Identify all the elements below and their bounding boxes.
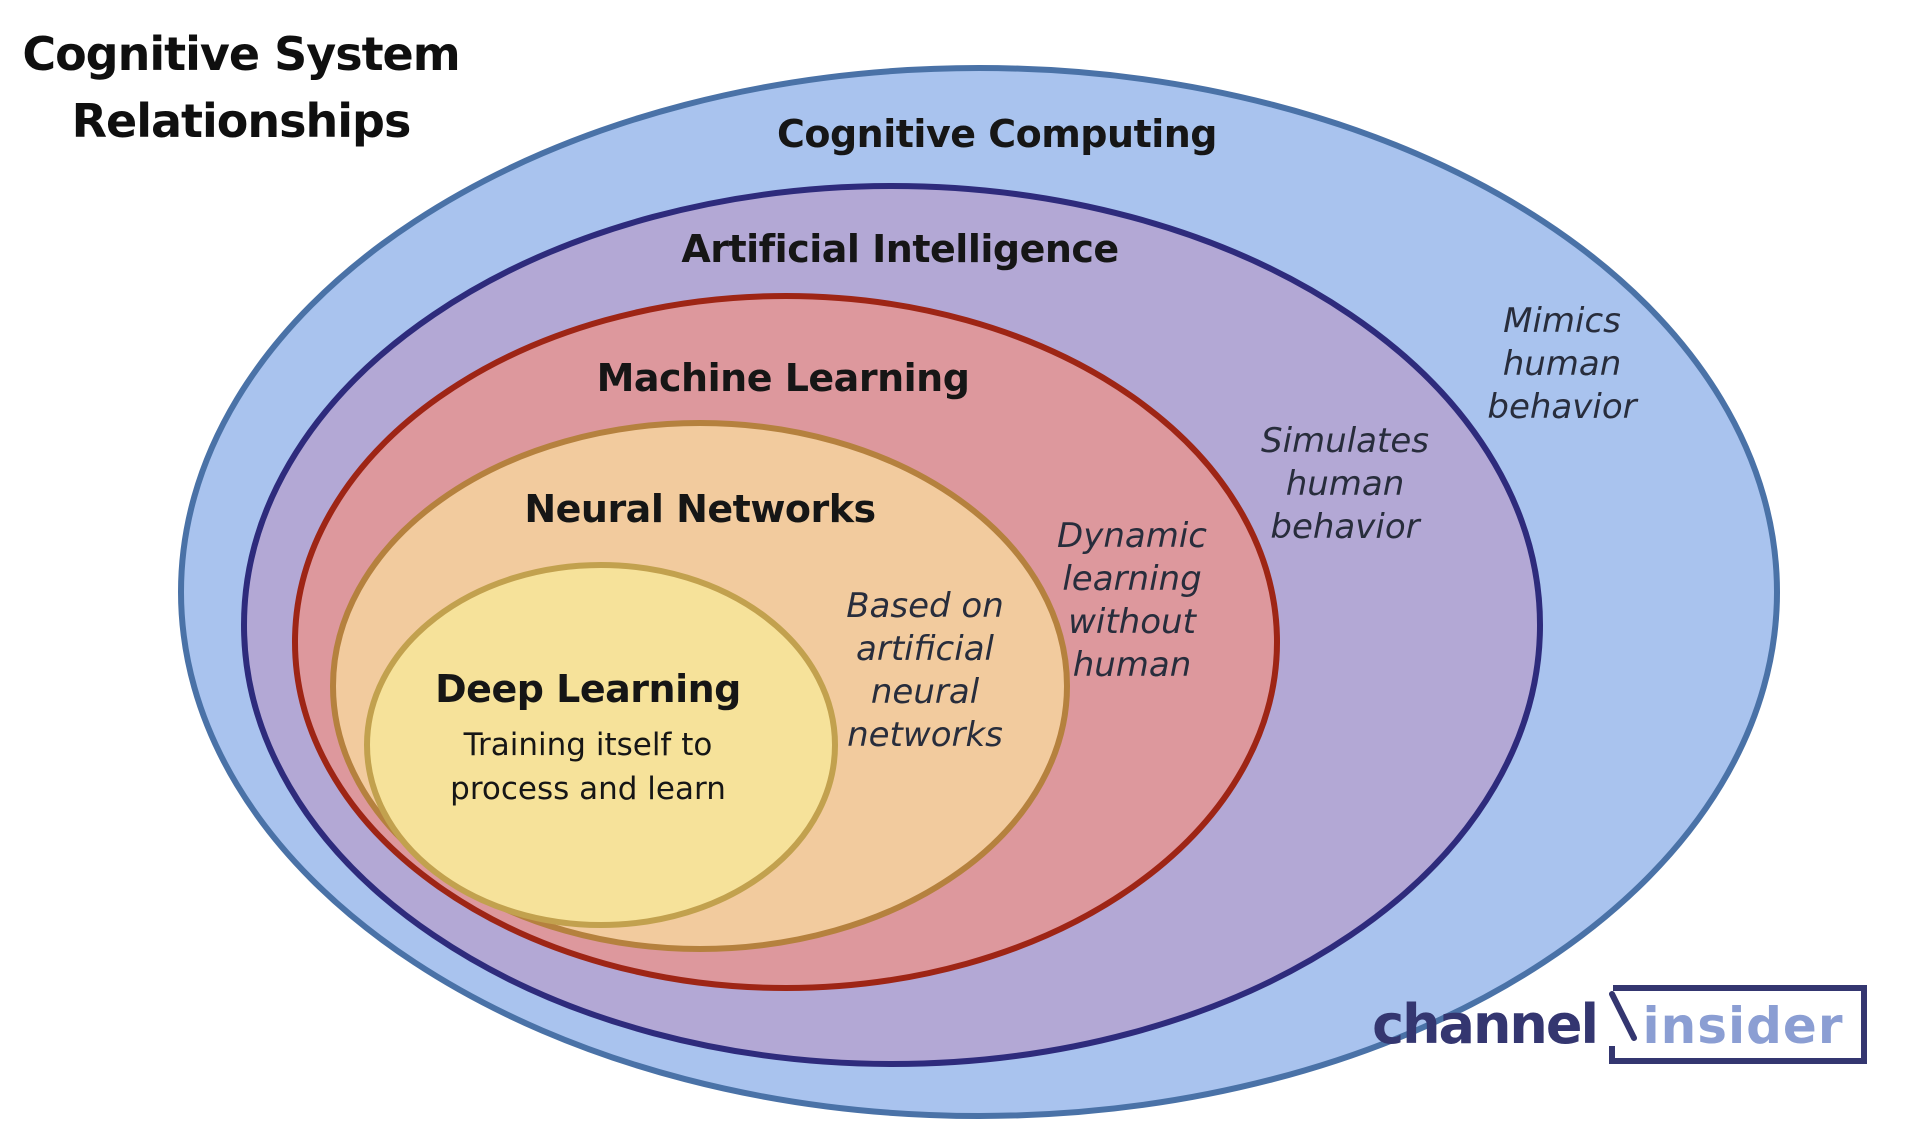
annotation-line: Mimics [1503, 301, 1621, 341]
logo-channel-text: channel [1372, 993, 1597, 1056]
logo-insider-box [1609, 985, 1867, 1064]
page-title-line-1: Cognitive System [22, 27, 459, 81]
annotation-line: artificial [856, 629, 995, 669]
annotation-line: learning [1062, 559, 1201, 599]
label-deep-learning: Deep Learning [435, 667, 741, 711]
annotation-line: human [1503, 344, 1622, 384]
logo-channel-insider: channel insider [1372, 985, 1867, 1064]
annotation-line: without [1068, 602, 1197, 642]
annotation-line: human [1073, 645, 1192, 685]
page-title-line-2: Relationships [72, 94, 411, 148]
deep-learning-note-line-1: Training itself to [463, 727, 713, 763]
label-neural-networks: Neural Networks [524, 487, 875, 531]
annotation-mimics-human-behavior: Mimics human behavior [1487, 301, 1638, 427]
logo-slash-mark [1609, 991, 1637, 1041]
annotation-line: behavior [1270, 507, 1421, 547]
annotation-dynamic-learning-without-human: Dynamic learning without human [1057, 516, 1207, 685]
annotation-line: behavior [1487, 387, 1638, 427]
annotation-line: human [1286, 464, 1405, 504]
annotation-line: Simulates [1261, 421, 1429, 461]
annotation-line: Dynamic [1057, 516, 1207, 556]
annotation-simulates-human-behavior: Simulates human behavior [1261, 421, 1429, 547]
annotation-line: networks [847, 715, 1003, 755]
annotation-line: Based on [846, 586, 1004, 626]
ellipse-deep-learning [364, 562, 838, 928]
label-machine-learning: Machine Learning [597, 356, 970, 400]
label-cognitive-computing: Cognitive Computing [777, 112, 1217, 156]
label-artificial-intelligence: Artificial Intelligence [681, 227, 1118, 271]
logo-insider-text: insider [1643, 997, 1844, 1055]
annotation-line: neural [871, 672, 980, 712]
deep-learning-note-line-2: process and learn [450, 771, 726, 807]
annotation-based-on-artificial-neural-networks: Based on artificial neural networks [846, 586, 1004, 755]
